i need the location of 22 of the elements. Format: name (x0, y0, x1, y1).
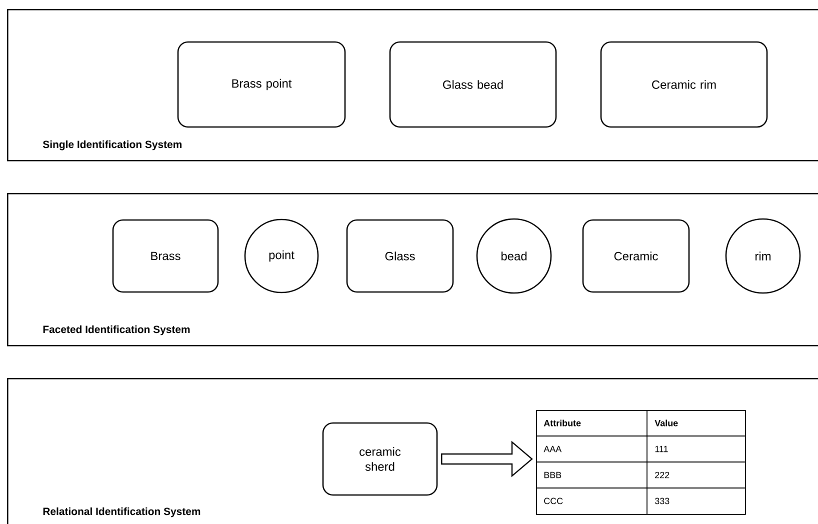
rounded-box: Glass bead (389, 41, 557, 128)
panel-heading: Single Identification System (42, 140, 182, 150)
table-header: Attribute (544, 420, 581, 426)
rounded-box: Ceramic rim (600, 41, 768, 128)
panel-heading: Faceted Identification System (43, 325, 190, 336)
rounded-box: Brass (112, 219, 219, 293)
circle-node: rim (725, 218, 801, 294)
table-cell: 333 (655, 498, 670, 504)
table-cell: BBB (544, 472, 562, 478)
panel-heading: Relational Identification System (43, 507, 200, 518)
rounded-box: Brass point (177, 41, 346, 128)
table-cell: CCC (544, 498, 563, 504)
circle-node: point (244, 218, 319, 294)
rounded-box: Glass (346, 219, 454, 293)
rounded-box: Ceramic (582, 219, 690, 293)
block-arrow (441, 440, 533, 478)
rounded-box: ceramic sherd (322, 422, 438, 496)
table-cell: 111 (655, 446, 668, 452)
circle-node: bead (476, 218, 552, 294)
table-header: Value (654, 420, 678, 426)
table-cell: AAA (544, 446, 562, 452)
table-cell: 222 (655, 472, 670, 478)
